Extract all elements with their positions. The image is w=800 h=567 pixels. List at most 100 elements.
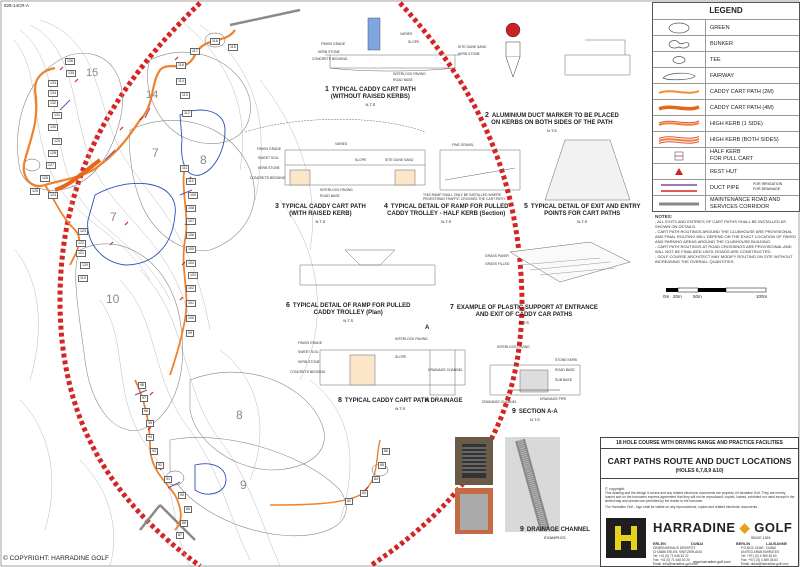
path-marker: 88	[180, 520, 188, 527]
scale-label: 0m	[663, 294, 670, 299]
legend-row: HALF KERB FOR PULL CART	[653, 147, 799, 164]
legend-swatch-halfkerb-icon	[674, 148, 706, 164]
path-marker: 85	[378, 462, 386, 469]
scale-bar	[666, 287, 767, 293]
legend-swatch-green-icon	[668, 20, 706, 36]
cart-path-thick	[54, 158, 102, 192]
path-marker: 102	[186, 285, 196, 292]
legend-row: REST HUT	[653, 163, 799, 180]
copyright-notice: © copyright This drawing and the design …	[605, 487, 795, 509]
note-item: - CART PATH ROUTINGS AT ROAD CROSSINGS A…	[655, 244, 792, 254]
footer-copyright: © COPYRIGHT: HARRADINE GOLF	[3, 555, 109, 562]
legend-label: CADDY CART PATH (4M)	[710, 105, 774, 111]
legend-swatch-hut-icon	[675, 164, 706, 180]
d3-label: SWEET SOIL	[258, 156, 279, 160]
d3-label: SITE DUNE SAND	[385, 158, 414, 162]
d9-label: DRAINAGE PIPE	[540, 397, 567, 401]
d9-label: INTERLOCK PAVING	[497, 345, 530, 349]
d1-label: SITE DUNE SAND	[458, 45, 487, 49]
note-item: - ALL EXITS AND ENTRIES OF CART PATHS SH…	[655, 219, 786, 229]
d8-label: CONCRETE BEDDING	[290, 370, 326, 374]
path-marker: 114	[176, 78, 186, 85]
d1-label: CONCRETE BEDDING	[312, 57, 348, 61]
d8-label: DRAINAGE CHANNEL	[428, 368, 463, 372]
path-marker: 110	[186, 178, 196, 185]
path-marker: 108	[186, 205, 196, 212]
path-marker: 93	[150, 448, 158, 455]
legend-label: HIGH KERB (BOTH SIDES)	[710, 137, 779, 143]
hole-number: 14	[146, 89, 159, 101]
path-marker: 105	[186, 246, 196, 253]
path-marker: 134	[48, 90, 58, 97]
fairway-7-upper	[129, 120, 255, 251]
d1-label: INTERLOCK PAVING	[393, 72, 426, 76]
boundary-arc-left	[57, 1, 202, 567]
legend-swatch-kerb2-icon	[658, 132, 706, 148]
path-marker: 112	[182, 110, 192, 117]
d9-label: SUB BASE	[555, 378, 572, 382]
legend-label: REST HUT	[710, 169, 738, 175]
legend-row: GREEN	[653, 19, 799, 36]
d3-label: SLOPE	[355, 158, 367, 162]
path-marker: 92	[156, 462, 164, 469]
legend-swatch-tee-icon	[672, 52, 706, 68]
project-header: 18 HOLE COURSE WITH DRIVING RANGE AND PR…	[601, 438, 798, 449]
d1-label: FINISH GRADE	[321, 42, 346, 46]
legend-row: FAIRWAY	[653, 67, 799, 84]
path-marker: 130	[48, 124, 58, 131]
section-mark: A	[425, 325, 430, 331]
legend-swatch-duct-icon	[661, 180, 706, 196]
scale-label: 50m	[693, 294, 702, 299]
path-marker: 126	[40, 175, 50, 182]
notes-title: NOTES:	[655, 214, 673, 219]
d3-label: INTERLOCK PAVING	[320, 188, 353, 192]
legend-note: FOR IRRIGATION FOR DRAINAGE	[753, 182, 783, 191]
fairway-8-lower	[189, 371, 325, 471]
d8-label: INTERLOCK PAVING	[395, 337, 428, 341]
fairway-9	[169, 437, 347, 537]
path-marker: 124	[48, 192, 58, 199]
path-marker: 106	[186, 232, 196, 239]
path-marker: 128	[48, 150, 58, 157]
legend-title: LEGEND	[709, 6, 743, 15]
path-marker: 95	[146, 420, 154, 427]
office-city: BERLIN	[736, 542, 751, 546]
d4-label: THIS RAMP SHALL ONLY BE INSTALLED WHERE …	[423, 193, 505, 201]
d9-label: ROAD BASE	[555, 368, 575, 372]
drawing-subtitle: (HOLES 6,7,8,9 &10)	[675, 468, 724, 474]
path-marker: 82	[345, 498, 353, 505]
legend-label: HALF KERB FOR PULL CART	[710, 149, 754, 162]
d1-label: KERB STONE	[318, 50, 340, 54]
boundary-arc-right	[368, 1, 525, 567]
d9-label: DRAINAGE CHANNEL	[482, 400, 517, 404]
d3-label: FINISH GRADE	[257, 147, 282, 151]
path-marker: 86	[382, 448, 390, 455]
path-marker: 83	[360, 490, 368, 497]
d1-label: KERB STONE	[458, 52, 480, 56]
legend-row: TEE	[653, 51, 799, 68]
note-item: - GOLF COURSE ARCHITECT MAY MODIFY ROUTI…	[655, 254, 793, 264]
website-link[interactable]: www.harradine-golf.com	[693, 560, 731, 564]
section-mark: A	[425, 398, 430, 404]
path-marker: 132	[48, 100, 58, 107]
legend-swatch-road-icon	[659, 196, 706, 212]
since-label: SINCE 1929	[751, 536, 771, 540]
path-marker: 109	[188, 192, 198, 199]
path-marker: 90	[178, 492, 186, 499]
legend-row: CADDY CART PATH (4M)	[653, 99, 799, 116]
brand-name: HARRADINE ◆ GOLF	[653, 520, 793, 535]
path-marker: 87	[176, 532, 184, 539]
legend-row: CADDY CART PATH (2M)	[653, 83, 799, 100]
path-marker: 117	[190, 48, 200, 55]
scale-label: 100m	[756, 294, 768, 299]
legend-label: HIGH KERB (1 SIDE)	[710, 121, 763, 127]
path-marker: 113	[180, 92, 190, 99]
path-marker: 136	[65, 58, 75, 65]
lake-9	[194, 463, 227, 495]
